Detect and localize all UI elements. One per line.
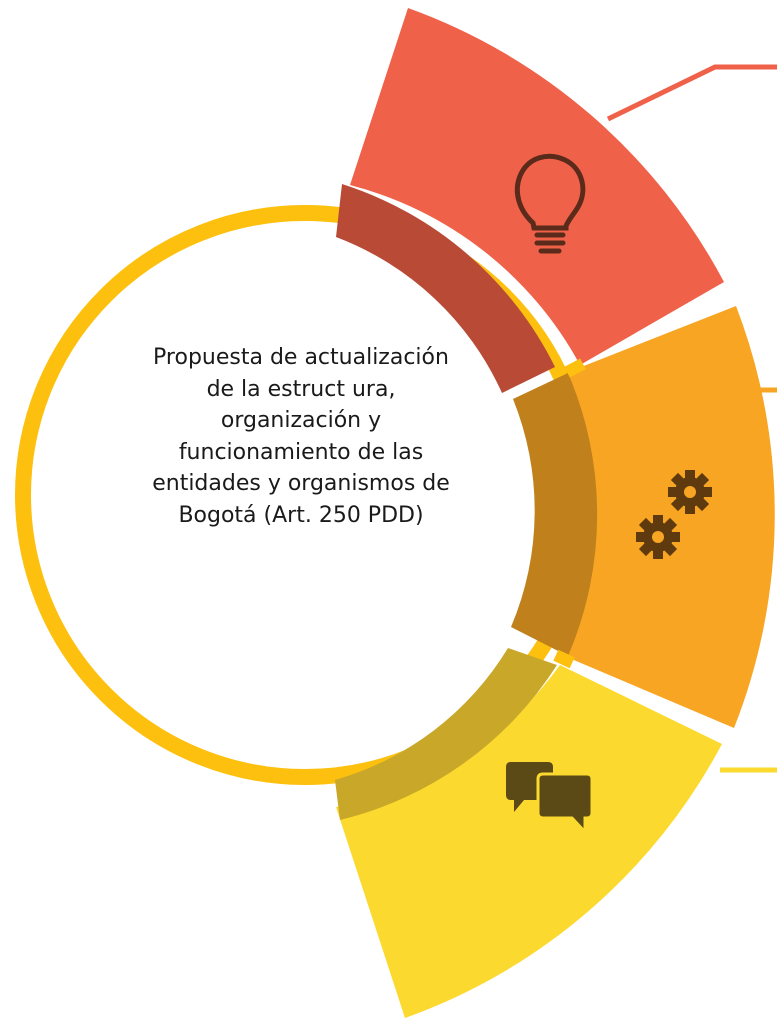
center-label: Propuesta de actualización de la estruct… bbox=[86, 342, 516, 531]
chat-bubbles-icon bbox=[506, 762, 594, 836]
segment-middle bbox=[511, 306, 775, 728]
gears-icon bbox=[636, 470, 712, 559]
center-label-line: organización y bbox=[220, 408, 382, 433]
segment-top-outer bbox=[350, 8, 724, 365]
center-label-line: funcionamiento de las bbox=[178, 439, 424, 465]
segment-middle-outer bbox=[562, 306, 775, 728]
center-label-line: entidades y organismos de bbox=[152, 471, 450, 496]
top-connector-line bbox=[606, 64, 777, 122]
segment-top-inner-band bbox=[336, 184, 555, 393]
center-label-line: Propuesta de actualización bbox=[153, 345, 449, 370]
segment-bottom-outer bbox=[336, 665, 722, 1018]
segment-bottom bbox=[335, 648, 722, 1018]
segment-top bbox=[336, 8, 724, 393]
ring-accent-bottom bbox=[553, 649, 575, 669]
center-label-line: de la estruct ura, bbox=[206, 376, 396, 402]
segment-middle-inner-band bbox=[511, 373, 598, 656]
lightbulb-icon bbox=[514, 153, 586, 254]
ring-accent-top bbox=[564, 358, 586, 378]
center-label-line: Bogotá (Art. 250 PDD) bbox=[178, 502, 424, 528]
segment-bottom-inner-band bbox=[335, 648, 557, 820]
